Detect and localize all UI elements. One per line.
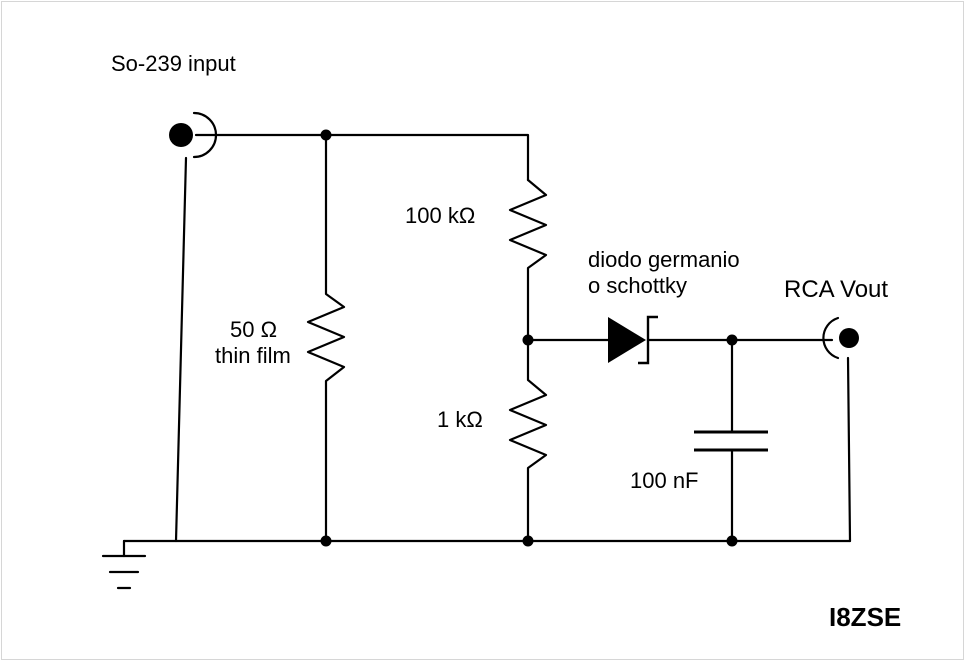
rca-shield-wire [846,356,852,543]
r50-type-label: thin film [215,343,291,368]
input-ground-wire [174,156,188,543]
r100k-resistor [508,178,548,342]
r50-value-label: 50 Ω [230,317,278,342]
capacitor-label: 100 nF [630,468,699,493]
r1k-label: 1 kΩ [437,407,483,432]
r50-wire [306,133,346,543]
schottky-diode-icon [526,315,734,365]
junction-node [522,535,534,547]
r100k-label: 100 kΩ [405,203,476,228]
junction-node [726,535,738,547]
so239-label: So-239 input [111,51,236,76]
top-wire [194,133,530,182]
junction-node [522,334,534,346]
junction-node [320,129,332,141]
diode-label-line1: diodo germanio [588,247,740,272]
junction-node [320,535,332,547]
signature-label: I8ZSE [829,602,902,632]
rca-connector-icon [822,316,859,360]
ground-icon [101,539,147,590]
r1k-resistor [508,338,548,543]
diode-label-line2: o schottky [588,273,688,298]
junction-node [726,334,738,346]
capacitor-icon [694,430,768,452]
rca-label: RCA Vout [784,276,889,303]
